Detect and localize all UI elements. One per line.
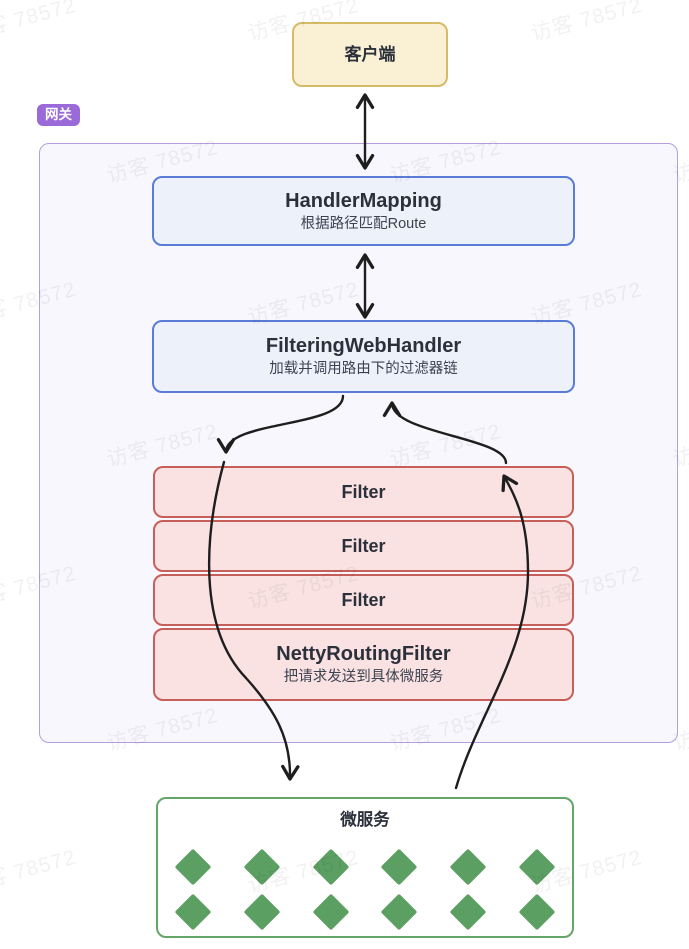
filtering-web-handler-node: FilteringWebHandler 加载并调用路由下的过滤器链 — [152, 320, 575, 393]
microservices-title: 微服务 — [340, 811, 390, 829]
handler-mapping-title: HandlerMapping — [285, 189, 442, 212]
filtering-web-handler-subtitle: 加载并调用路由下的过滤器链 — [269, 361, 458, 378]
service-diamond — [312, 848, 349, 886]
handler-mapping-node: HandlerMapping 根据路径匹配Route — [152, 176, 575, 246]
netty-routing-filter-node: NettyRoutingFilter 把请求发送到具体微服务 — [153, 628, 574, 701]
diamond-row — [174, 848, 556, 886]
handler-mapping-subtitle: 根据路径匹配Route — [300, 215, 427, 232]
service-diamond — [174, 893, 212, 931]
service-diamond — [174, 848, 212, 886]
gateway-badge: 网关 — [37, 104, 80, 126]
netty-routing-filter-subtitle: 把请求发送到具体微服务 — [283, 669, 444, 686]
diamond-grid — [174, 830, 556, 931]
watermark: 访客 78572 — [0, 0, 79, 46]
microservices-node: 微服务 — [156, 797, 574, 938]
service-diamond — [312, 893, 349, 931]
filter-label: Filter — [341, 589, 386, 610]
netty-routing-filter-title: NettyRoutingFilter — [276, 643, 451, 666]
service-diamond — [243, 848, 281, 886]
service-diamond — [449, 893, 487, 931]
service-diamond — [243, 893, 281, 931]
service-diamond — [381, 893, 418, 931]
filter-node-1: Filter — [153, 466, 574, 518]
diamond-row — [174, 893, 556, 931]
service-diamond — [449, 848, 487, 886]
filter-label: Filter — [341, 481, 386, 502]
service-diamond — [518, 893, 556, 931]
watermark: 访客 78572 — [0, 845, 79, 898]
service-diamond — [518, 848, 556, 886]
client-label: 客户端 — [344, 44, 396, 64]
watermark: 访客 78572 — [528, 0, 645, 46]
client-node: 客户端 — [292, 22, 448, 87]
filter-label: Filter — [341, 535, 386, 556]
filter-node-3: Filter — [153, 574, 574, 626]
filtering-web-handler-title: FilteringWebHandler — [265, 335, 462, 358]
service-diamond — [381, 848, 418, 886]
filter-node-2: Filter — [153, 520, 574, 572]
